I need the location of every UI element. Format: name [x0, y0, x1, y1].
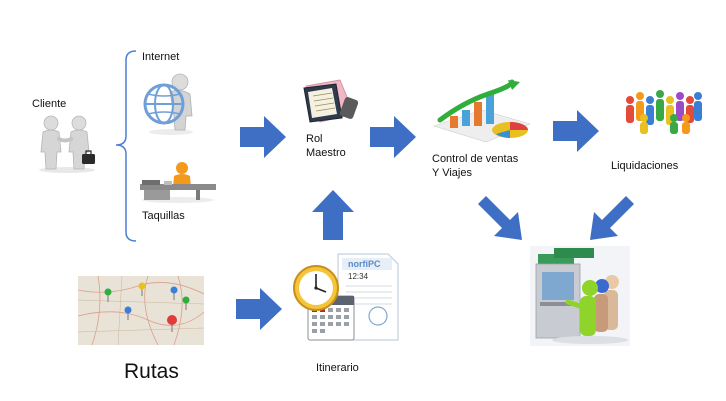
route-map-icon — [77, 275, 205, 346]
ticket-office-queue-icon — [530, 246, 630, 346]
arrow-up — [312, 190, 354, 240]
arrow-right-2 — [370, 116, 416, 158]
control-label-line1: Control de ventas — [432, 153, 519, 165]
sales-chart-icon — [430, 79, 534, 144]
arrow-right-4 — [236, 288, 282, 330]
arrow-diagonal-down-left — [590, 196, 634, 240]
cliente-label: Cliente — [32, 98, 67, 110]
internet-label: Internet — [142, 51, 180, 63]
arrow-right-1 — [240, 116, 286, 158]
handshake-people-icon — [34, 112, 100, 174]
arrow-diagonal-down-right — [478, 196, 522, 240]
calendar-brand: norfiPC — [348, 259, 381, 269]
ticket-desk-icon — [138, 160, 218, 204]
itinerario-label: Itinerario — [316, 362, 359, 374]
internet-person-icon — [142, 70, 200, 136]
rol-label-line1: Rol — [306, 133, 323, 145]
rutas-label: Rutas — [124, 360, 179, 383]
arrow-right-3 — [553, 110, 599, 152]
control-label-line2: Y Viajes — [432, 167, 472, 179]
rol-label-line2: Maestro — [306, 147, 346, 159]
liquidaciones-label: Liquidaciones — [611, 160, 679, 172]
calendar-time: 12:34 — [348, 272, 369, 281]
channel-bracket — [115, 50, 137, 242]
master-roll-binder-icon — [300, 78, 360, 126]
itinerary-calendar-icon: norfiPC 12:34 — [292, 252, 402, 344]
taquillas-label: Taquillas — [142, 210, 185, 222]
settlement-crowd-icon — [622, 88, 704, 136]
